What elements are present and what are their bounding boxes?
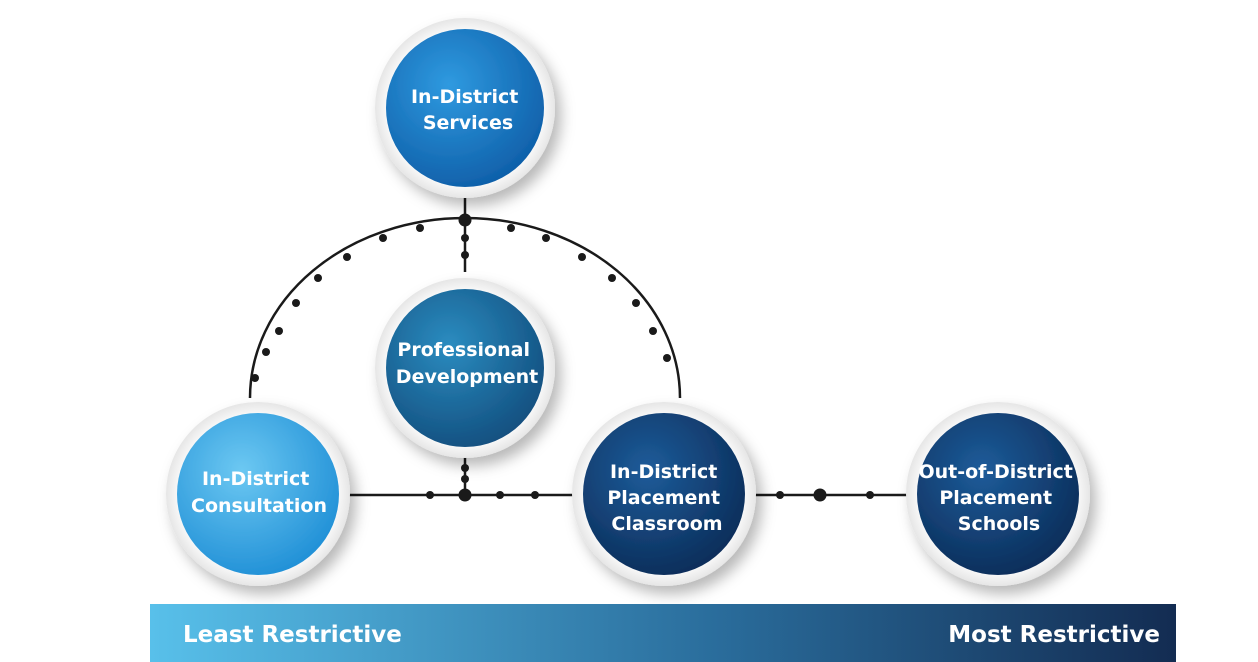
arc-dot bbox=[578, 253, 586, 261]
vertical-dot bbox=[461, 475, 469, 483]
restrictiveness-scale-bar: Least Restrictive Most Restrictive bbox=[150, 604, 1176, 662]
arc-dot bbox=[649, 327, 657, 335]
node-out-of-district-placement-schools bbox=[906, 402, 1090, 586]
arc-dot bbox=[292, 299, 300, 307]
horizontal-dot bbox=[866, 491, 874, 499]
junction-dot-top bbox=[458, 213, 472, 227]
arc-dot bbox=[632, 299, 640, 307]
arc-dot bbox=[542, 234, 550, 242]
horizontal-dot bbox=[776, 491, 784, 499]
node-in-district-placement-classroom bbox=[572, 402, 756, 586]
junction-dot-bottom bbox=[458, 488, 472, 502]
arc-dot bbox=[314, 274, 322, 282]
horizontal-dot bbox=[496, 491, 504, 499]
node-in-district-services bbox=[375, 18, 555, 198]
connector-dots bbox=[251, 213, 874, 502]
vertical-dot bbox=[461, 464, 469, 472]
least-restrictive-label: Least Restrictive bbox=[183, 622, 402, 648]
node-label: In-District Services bbox=[411, 86, 525, 134]
arc-dot bbox=[275, 327, 283, 335]
node-in-district-consultation bbox=[166, 402, 350, 586]
vertical-dot bbox=[461, 251, 469, 259]
arc-dot bbox=[608, 274, 616, 282]
arc-dot bbox=[416, 224, 424, 232]
node-label: Out-of-District Placement Schools bbox=[918, 461, 1079, 535]
arc-dot bbox=[251, 374, 259, 382]
arc-dot bbox=[507, 224, 515, 232]
node-label: In-District Placement Classroom bbox=[607, 461, 726, 535]
arc-dot bbox=[343, 253, 351, 261]
horizontal-dot bbox=[426, 491, 434, 499]
vertical-dot bbox=[461, 234, 469, 242]
junction-dot-right bbox=[813, 488, 827, 502]
node-label: Professional Development bbox=[396, 339, 538, 388]
arc-dot bbox=[663, 354, 671, 362]
node-professional-development bbox=[375, 278, 555, 458]
arc-dot bbox=[262, 348, 270, 356]
most-restrictive-label: Most Restrictive bbox=[948, 622, 1160, 648]
arc-dot bbox=[379, 234, 387, 242]
horizontal-dot bbox=[531, 491, 539, 499]
connectors bbox=[248, 198, 915, 497]
node-label: In-District Consultation bbox=[191, 468, 327, 517]
